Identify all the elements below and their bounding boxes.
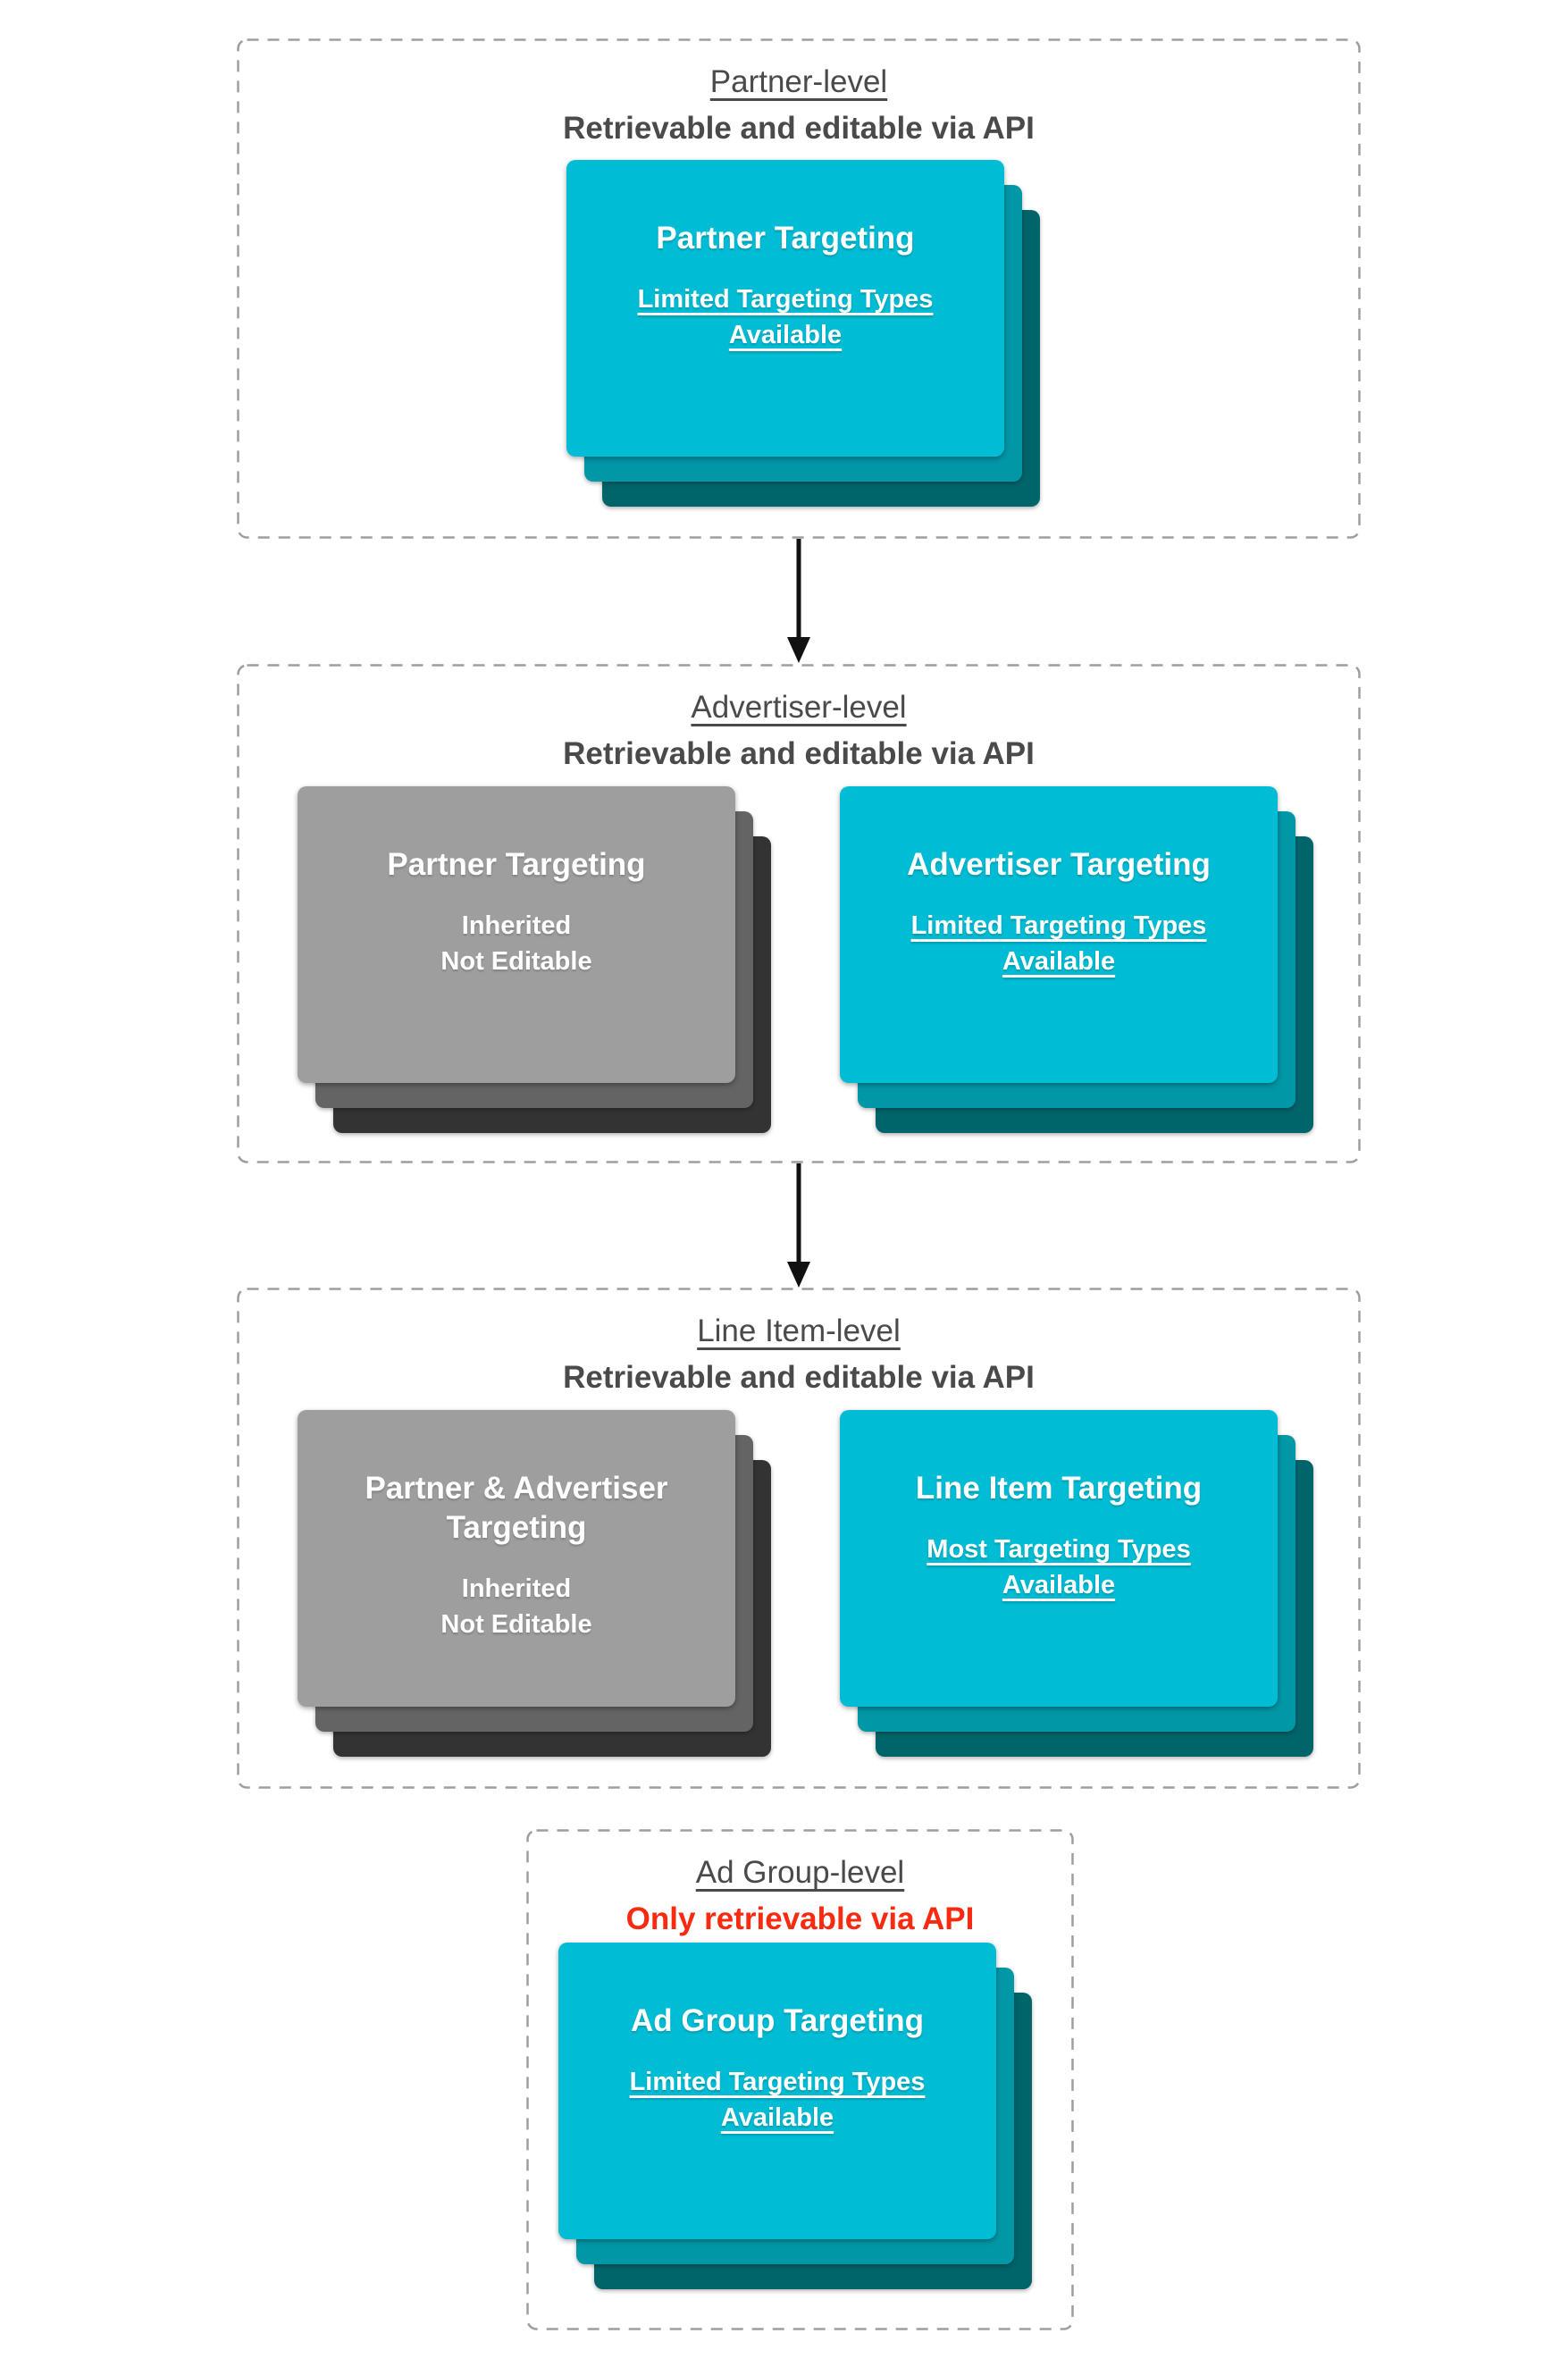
card-note: Most Targeting Types Available [927, 1535, 1191, 1599]
section-heading: Advertiser-level Retrievable and editabl… [237, 664, 1361, 775]
down-arrow-icon [787, 539, 810, 663]
inherited-partner-targeting-card: Partner Targeting Inherited Not Editable [298, 786, 735, 1083]
section-heading: Ad Group-level Only retrievable via API [526, 1829, 1074, 1940]
partner-targeting-card: Partner Targeting Limited Targeting Type… [566, 160, 1004, 457]
section-heading: Partner-level Retrievable and editable v… [237, 38, 1361, 149]
card-title: Line Item Targeting [915, 1471, 1203, 1506]
card-title: Partner Targeting [387, 847, 646, 882]
section-title: Advertiser-level [691, 690, 907, 725]
section-title: Partner-level [709, 64, 888, 99]
ad-group-level-section: Ad Group-level Only retrievable via API … [526, 1829, 1074, 2330]
ad-group-targeting-card: Ad Group Targeting Limited Targeting Typ… [558, 1943, 996, 2239]
advertiser-targeting-card: Advertiser Targeting Limited Targeting T… [840, 786, 1278, 1083]
inherited-partner-advertiser-targeting-card-stack: Partner & Advertiser Targeting Inherited… [298, 1410, 771, 1757]
inherited-partner-advertiser-targeting-card: Partner & Advertiser Targeting Inherited… [298, 1410, 735, 1707]
card-note: Inherited Not Editable [440, 911, 592, 976]
section-title: Line Item-level [697, 1314, 901, 1348]
line-item-targeting-card: Line Item Targeting Most Targeting Types… [840, 1410, 1278, 1707]
partner-targeting-card-stack: Partner Targeting Limited Targeting Type… [566, 160, 1040, 507]
section-subtitle: Retrievable and editable via API [563, 1360, 1035, 1395]
advertiser-targeting-card-stack: Advertiser Targeting Limited Targeting T… [840, 786, 1313, 1133]
card-note: Limited Targeting Types Available [637, 285, 934, 349]
card-title: Partner & Advertiser Targeting [365, 1471, 668, 1545]
section-subtitle: Only retrievable via API [625, 1901, 975, 1936]
line-item-targeting-card-stack: Line Item Targeting Most Targeting Types… [840, 1410, 1313, 1757]
card-title: Ad Group Targeting [631, 2003, 924, 2038]
card-note: Limited Targeting Types Available [629, 2068, 926, 2132]
card-note: Limited Targeting Types Available [910, 911, 1207, 976]
down-arrow-icon [787, 1163, 810, 1288]
section-title: Ad Group-level [695, 1855, 905, 1890]
section-subtitle: Retrievable and editable via API [563, 736, 1035, 771]
section-subtitle: Retrievable and editable via API [563, 111, 1035, 146]
line-item-level-section: Line Item-level Retrievable and editable… [237, 1288, 1361, 1789]
card-note: Inherited Not Editable [440, 1574, 592, 1639]
partner-level-section: Partner-level Retrievable and editable v… [237, 38, 1361, 539]
section-heading: Line Item-level Retrievable and editable… [237, 1288, 1361, 1398]
ad-group-targeting-card-stack: Ad Group Targeting Limited Targeting Typ… [558, 1943, 1032, 2289]
card-title: Partner Targeting [656, 221, 915, 256]
card-title: Advertiser Targeting [907, 847, 1211, 882]
advertiser-level-section: Advertiser-level Retrievable and editabl… [237, 664, 1361, 1163]
inherited-partner-targeting-card-stack: Partner Targeting Inherited Not Editable [298, 786, 771, 1133]
